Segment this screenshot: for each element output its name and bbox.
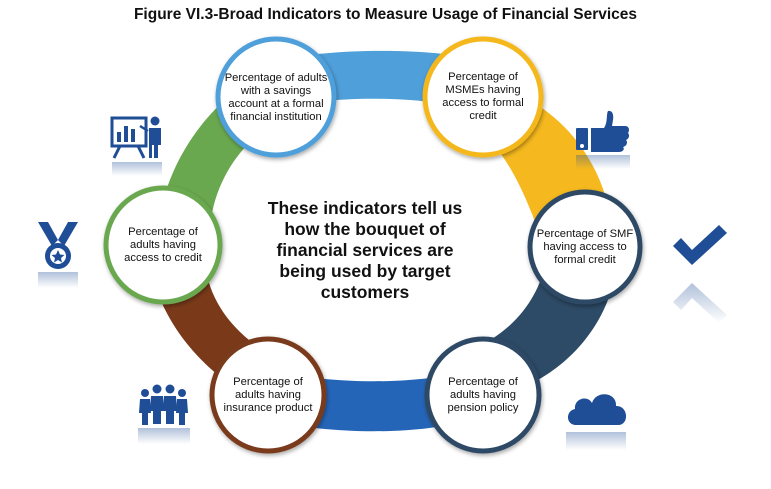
indicator-pension-label: Percentage of adults having pension poli… bbox=[447, 375, 519, 414]
presentation-icon bbox=[110, 116, 162, 176]
cloud-icon bbox=[566, 394, 627, 450]
indicator-credit-label: Percentage of adults having access to cr… bbox=[124, 225, 202, 264]
node-credit-circle bbox=[103, 185, 223, 305]
node-insurance-circle bbox=[209, 336, 327, 454]
figure-title: Figure VI.3-Broad Indicators to Measure … bbox=[133, 6, 638, 23]
center-statement: These indicators tell us how the bouquet… bbox=[267, 197, 463, 302]
node-savings-circle bbox=[215, 36, 337, 158]
node-smf-circle bbox=[527, 189, 643, 305]
node-msme-circle bbox=[422, 36, 544, 158]
people-group-icon bbox=[138, 384, 190, 444]
medal-icon bbox=[38, 222, 78, 288]
indicator-insurance-label: Percentage of adults having insurance pr… bbox=[223, 375, 313, 414]
indicator-savings-label: Percentage of adults with a savings acco… bbox=[224, 72, 328, 123]
indicator-smf-label: Percentage of SMF having access to forma… bbox=[536, 227, 634, 266]
center-circle bbox=[205, 125, 525, 375]
indicator-msme-label: Percentage of MSMEs having access to for… bbox=[442, 71, 524, 122]
checkmark-icon bbox=[673, 225, 727, 323]
node-pension-circle bbox=[424, 336, 542, 454]
thumbs-up-icon bbox=[576, 110, 630, 169]
